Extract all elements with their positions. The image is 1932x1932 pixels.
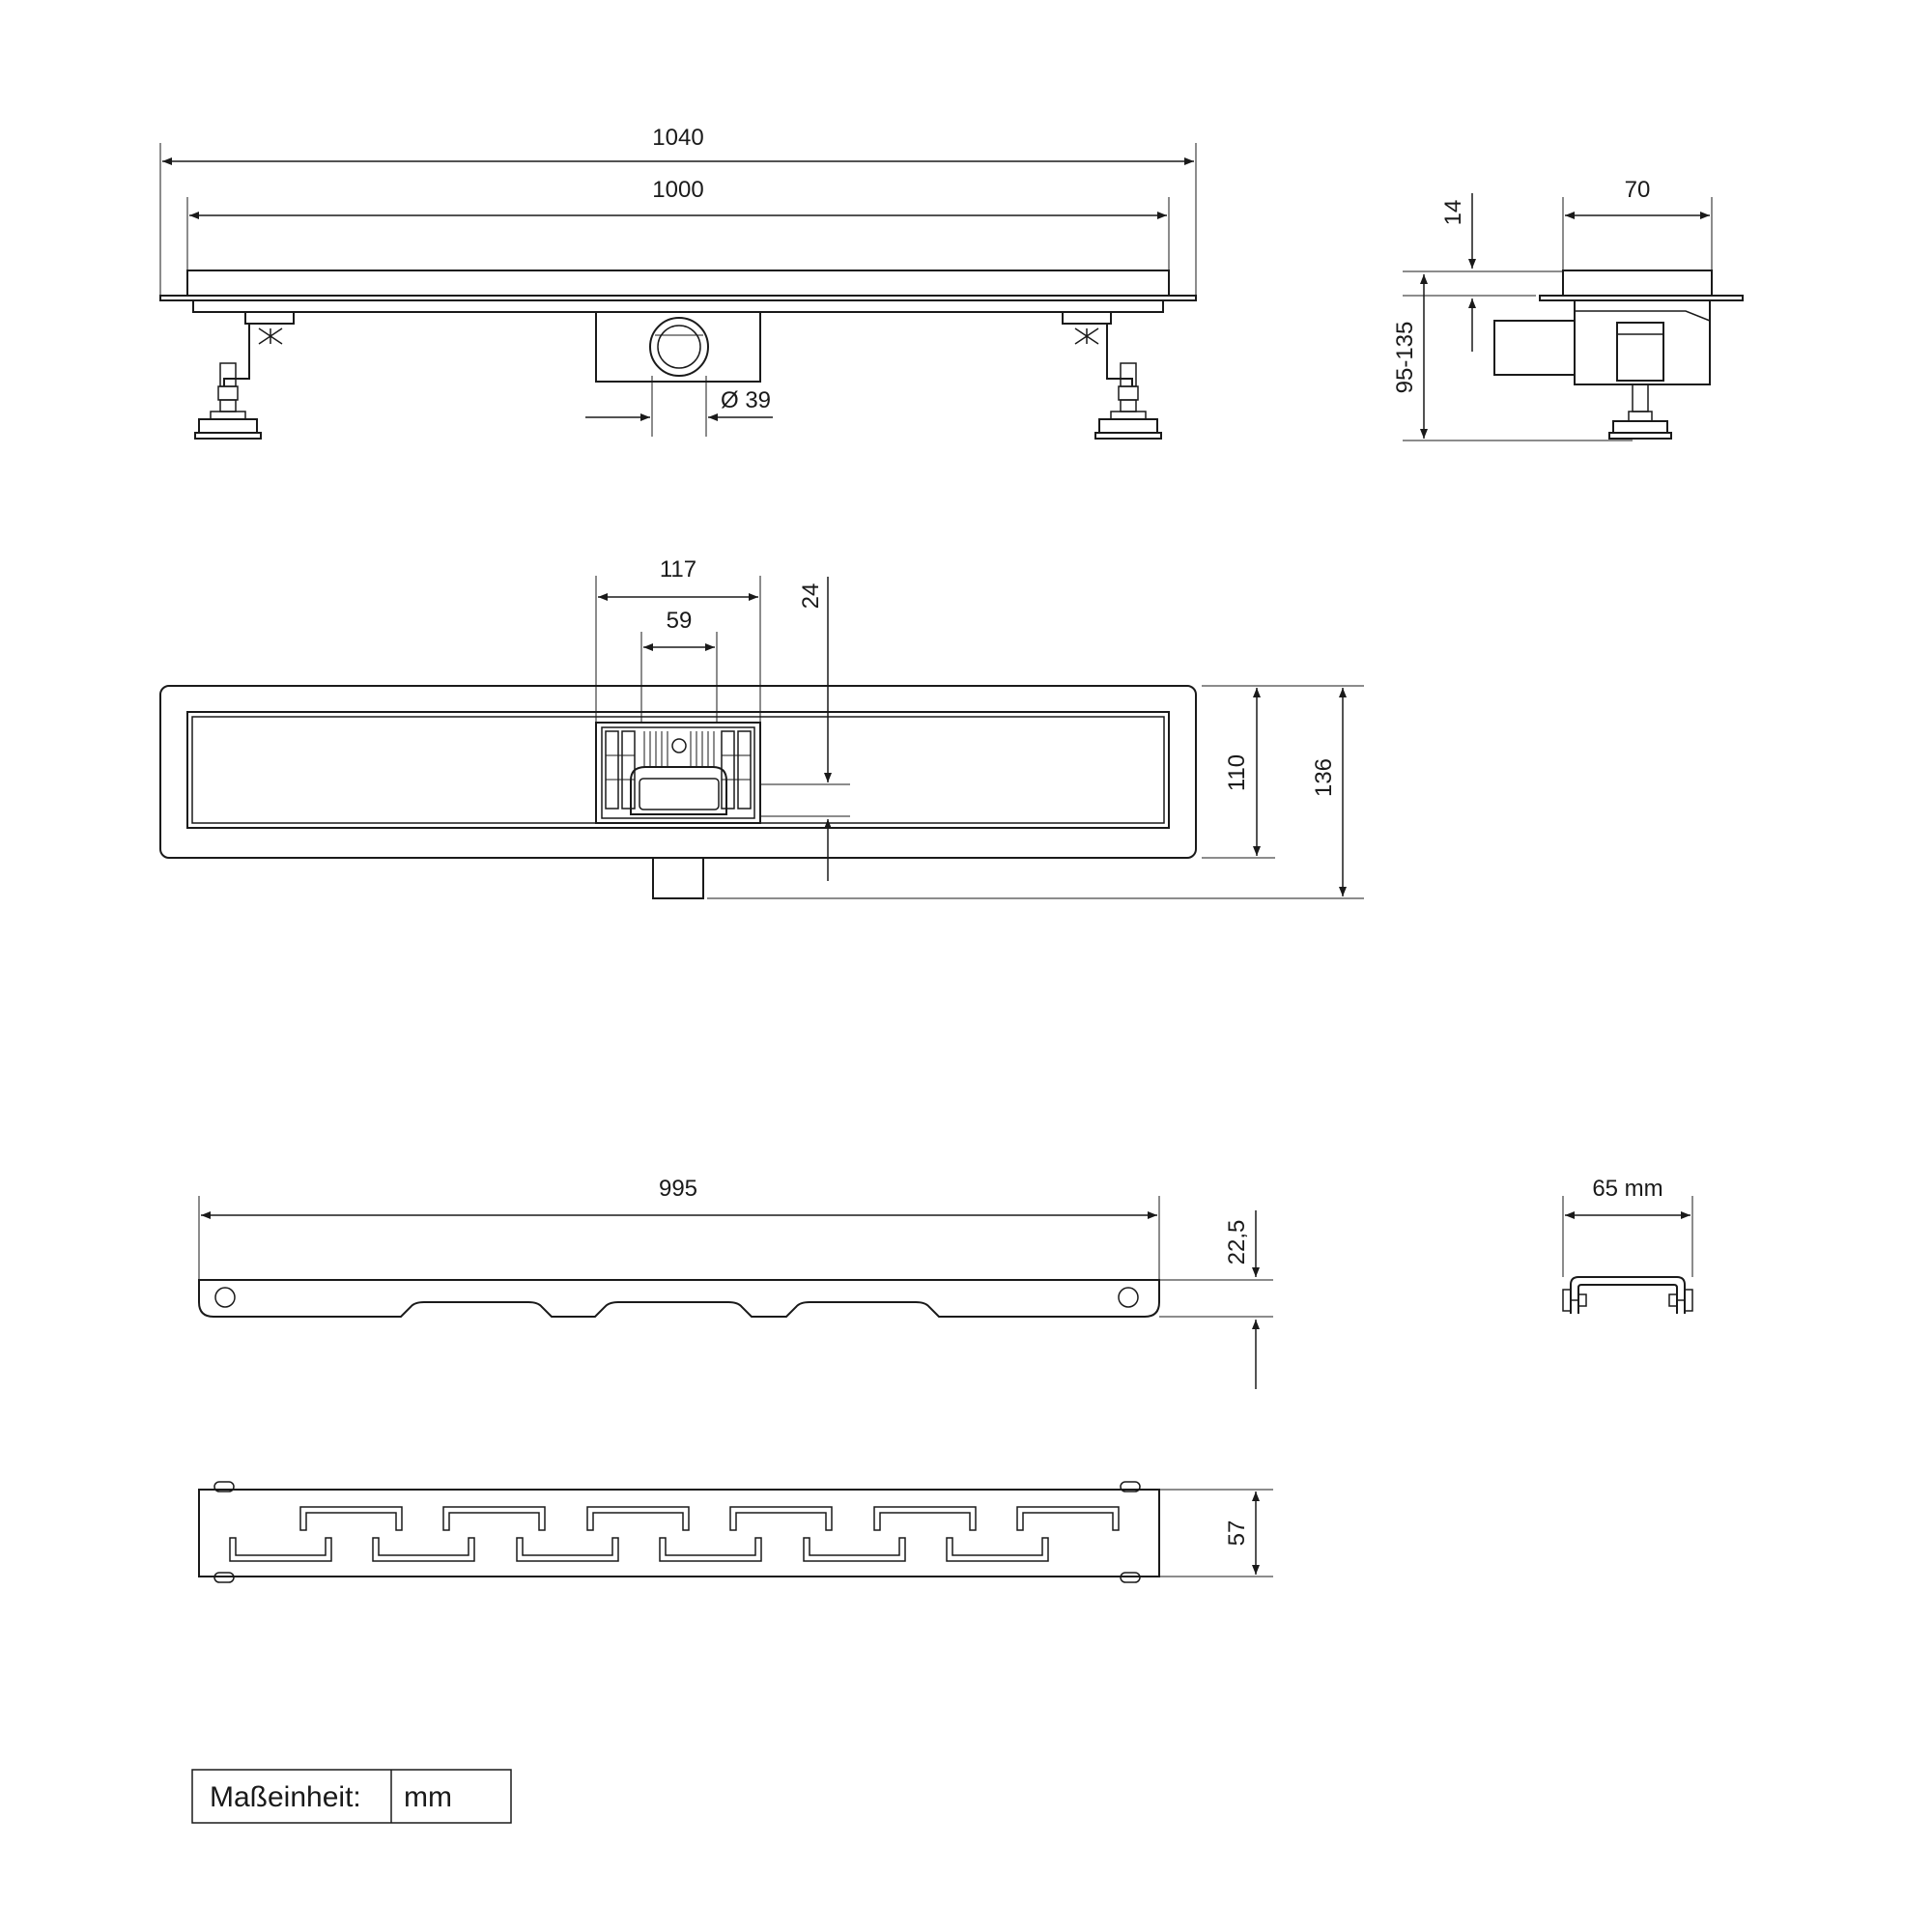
dim-label-136: 136 bbox=[1311, 758, 1337, 797]
grate-key-pattern bbox=[229, 1506, 1120, 1562]
unit-label: Maßeinheit: bbox=[210, 1781, 361, 1813]
unit-box: Maßeinheit: mm bbox=[191, 1769, 512, 1824]
dim-outlet-diameter: Ø 39 bbox=[585, 376, 773, 437]
grate-frame bbox=[198, 1489, 1160, 1577]
bracket-view: 65 mm bbox=[1562, 1176, 1693, 1314]
side-grate bbox=[1562, 270, 1713, 297]
dim-label-22-5: 22,5 bbox=[1224, 1220, 1250, 1265]
side-flange bbox=[1539, 295, 1744, 301]
siphon-box bbox=[595, 311, 761, 383]
dim-bracket-width: 65 mm bbox=[1562, 1176, 1693, 1277]
front-elevation-view: 1040 1000 Ø 39 bbox=[159, 125, 1197, 440]
dim-side-height: 95-135 bbox=[1392, 274, 1633, 441]
dim-plate-length: 995 bbox=[198, 1176, 1160, 1281]
siphon-insert bbox=[595, 722, 761, 824]
dim-label-110: 110 bbox=[1224, 754, 1250, 791]
dim-siphon-inner: 59 bbox=[640, 608, 718, 726]
right-foot bbox=[1062, 311, 1162, 440]
dim-side-width: 70 bbox=[1562, 177, 1713, 270]
dim-grate-length: 1000 bbox=[186, 177, 1170, 270]
dim-label-outlet: Ø 39 bbox=[721, 387, 771, 413]
dim-label-995: 995 bbox=[659, 1176, 697, 1202]
dim-label-57: 57 bbox=[1224, 1520, 1250, 1547]
dim-label-24: 24 bbox=[798, 583, 824, 610]
side-outlet bbox=[1493, 320, 1576, 376]
dim-plan-inner-width: 110 bbox=[1202, 685, 1275, 859]
dim-label-65mm: 65 mm bbox=[1592, 1176, 1662, 1202]
dim-label-1000: 1000 bbox=[652, 177, 703, 203]
grate-top-view: 57 bbox=[198, 1481, 1273, 1583]
grate-outline-outer bbox=[186, 711, 1170, 829]
dim-plate-height: 22,5 bbox=[1159, 1210, 1273, 1389]
dim-grate-width: 57 bbox=[1159, 1489, 1273, 1577]
grate-profile bbox=[186, 270, 1170, 297]
bracket-shape bbox=[1570, 1276, 1686, 1314]
channel-profile bbox=[192, 299, 1164, 313]
plate-outline bbox=[198, 1279, 1160, 1318]
dim-overall-length: 1040 bbox=[159, 125, 1197, 301]
dim-label-14: 14 bbox=[1440, 200, 1466, 226]
plan-view: 117 59 24 bbox=[159, 556, 1364, 899]
dim-label-95-135: 95-135 bbox=[1392, 322, 1418, 394]
dim-plan-total-width: 136 bbox=[707, 685, 1364, 899]
dim-label-117: 117 bbox=[660, 556, 696, 582]
dim-label-1040: 1040 bbox=[652, 125, 703, 151]
dim-label-70: 70 bbox=[1625, 177, 1651, 203]
plate-hole-left bbox=[214, 1287, 236, 1308]
left-foot bbox=[194, 311, 295, 440]
dim-side-flange: 14 bbox=[1403, 193, 1563, 352]
side-section-view: 70 14 95-135 bbox=[1392, 177, 1744, 441]
unit-value: mm bbox=[404, 1781, 452, 1813]
mounting-plate-view: 995 22,5 bbox=[198, 1176, 1273, 1389]
plate-hole-right bbox=[1118, 1287, 1139, 1308]
plan-outlet bbox=[652, 857, 704, 899]
dim-siphon-width: 117 bbox=[595, 556, 761, 723]
dim-label-59: 59 bbox=[667, 608, 693, 634]
